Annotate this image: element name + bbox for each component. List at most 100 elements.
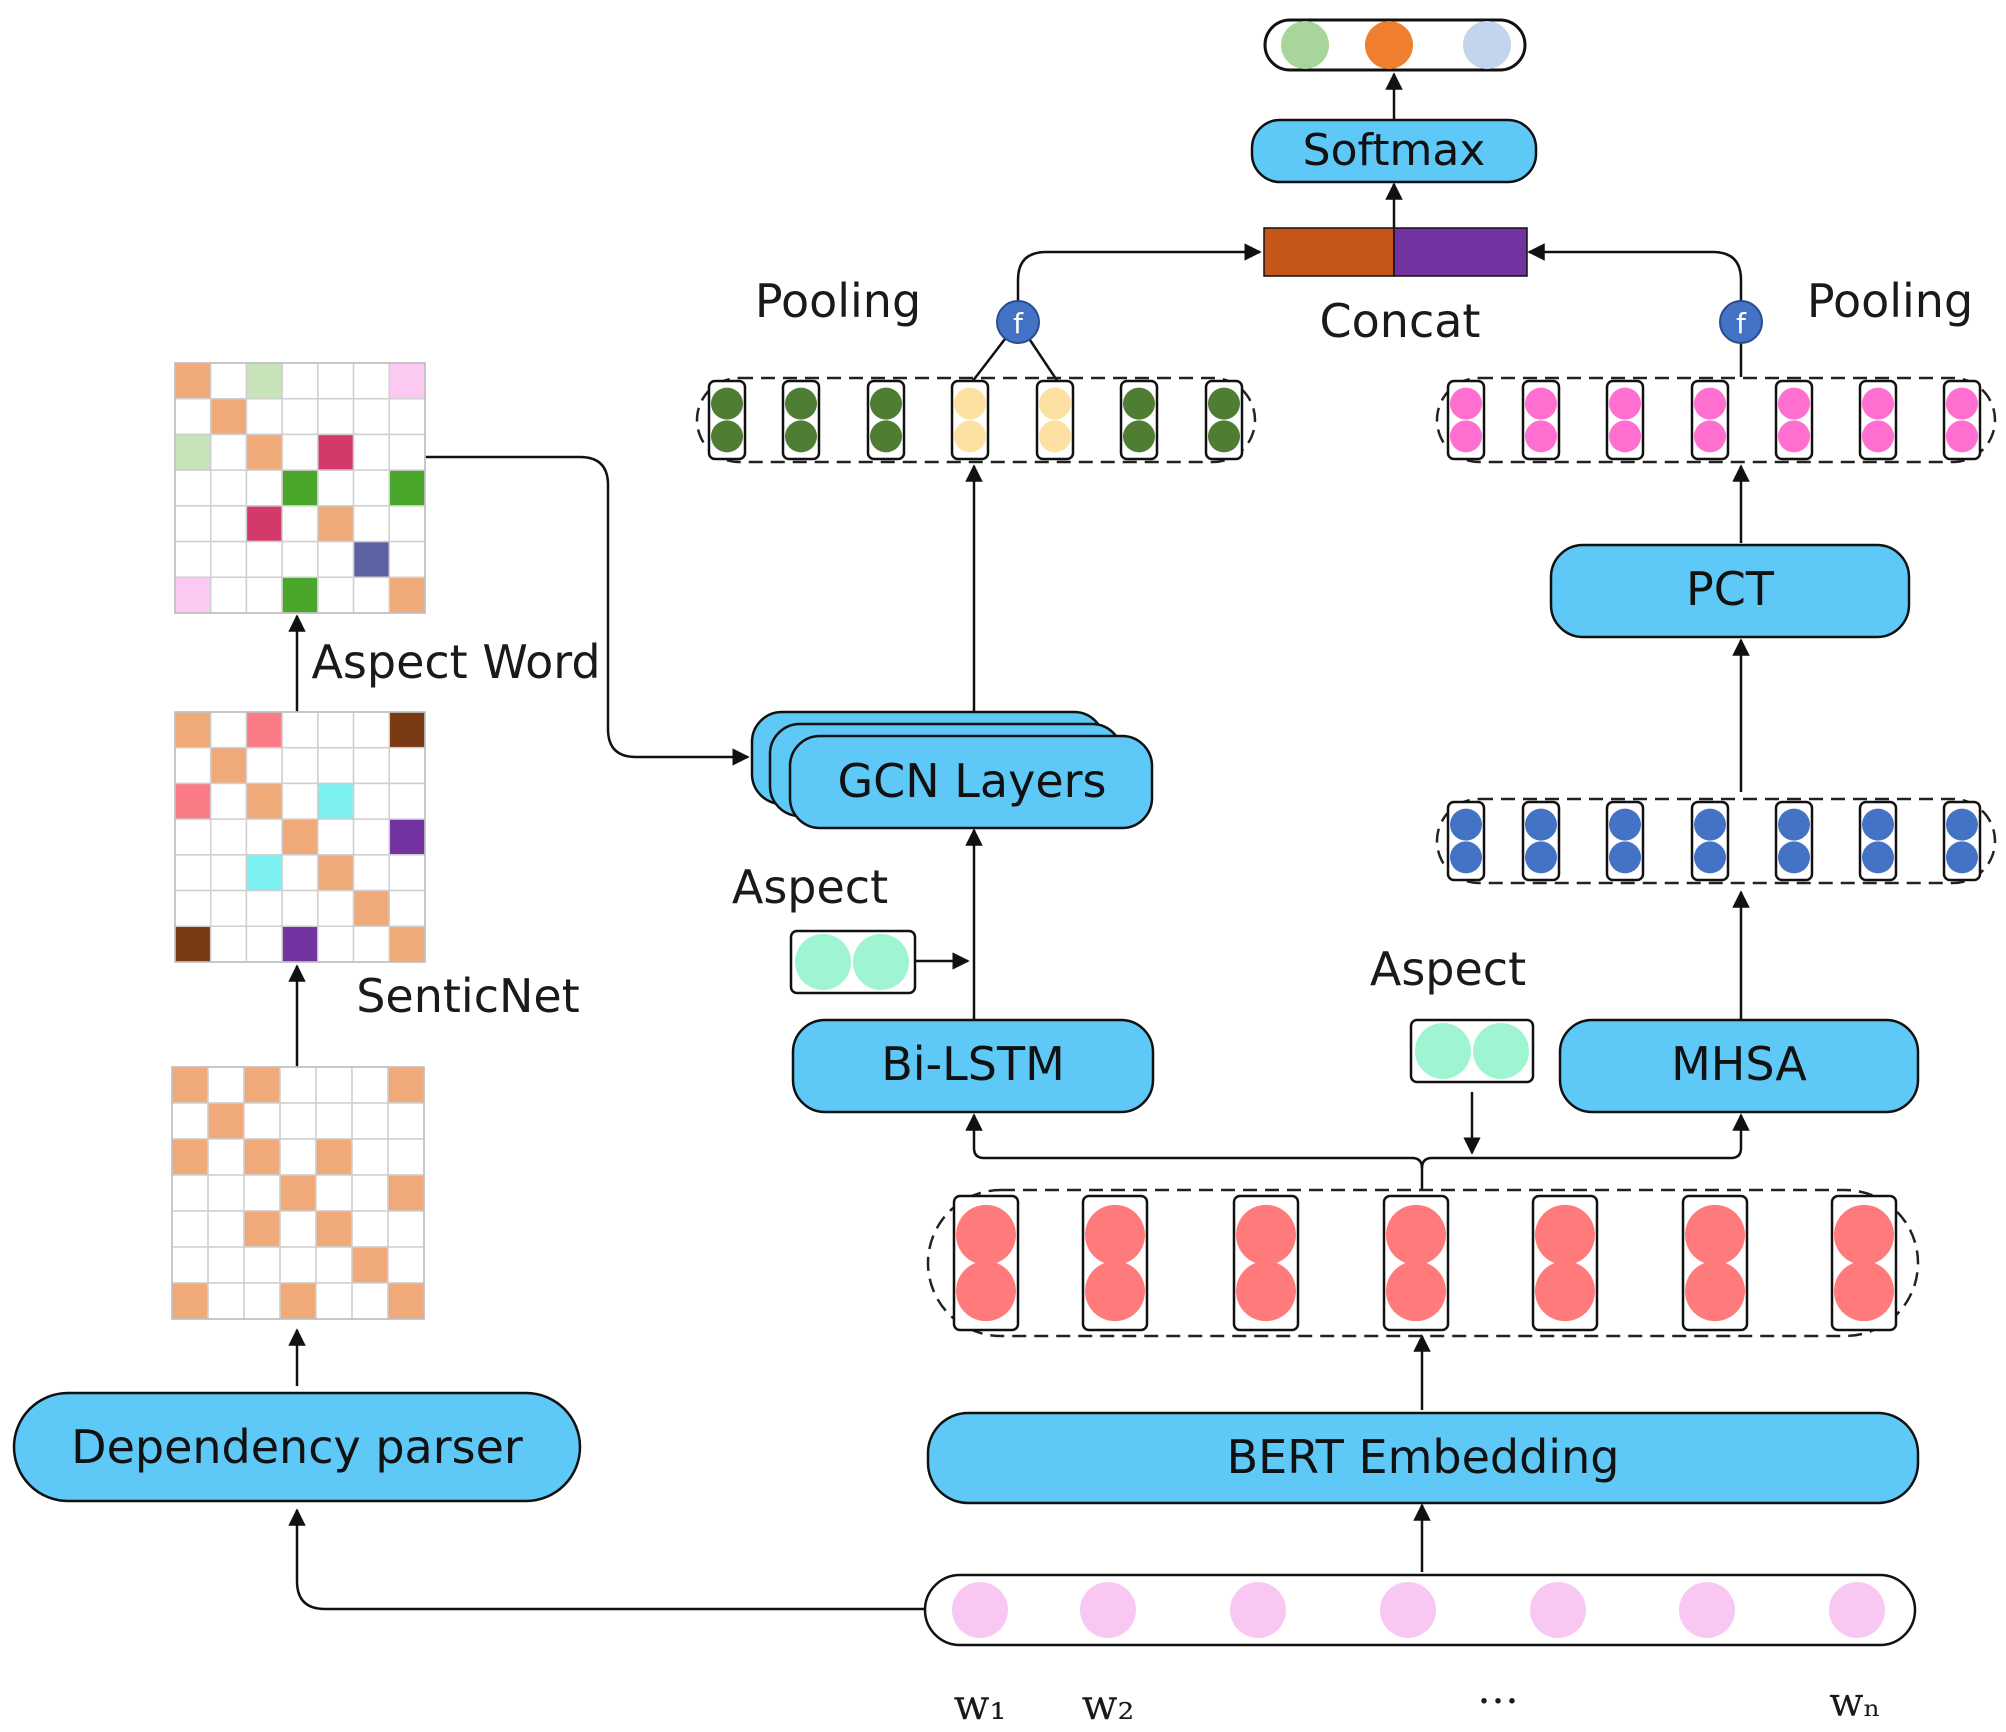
output-class-dot <box>1281 21 1329 69</box>
token-vector <box>1521 379 1561 461</box>
token-node <box>870 420 902 453</box>
token-node <box>1862 420 1894 453</box>
matrix-cell <box>388 433 426 471</box>
token-node <box>1694 387 1726 420</box>
token-node <box>1039 420 1071 453</box>
token-node <box>1609 808 1641 841</box>
matrix-cell <box>351 1174 389 1212</box>
matrix-cell <box>245 433 283 471</box>
matrix-cell <box>388 746 426 785</box>
output-class-dot <box>1365 21 1413 69</box>
matrix-cell <box>171 1102 209 1140</box>
token-vector <box>1774 800 1814 882</box>
matrix-cell <box>281 576 319 614</box>
matrix-cell <box>315 1210 353 1248</box>
matrix-cell <box>279 1246 317 1284</box>
token-node <box>1525 387 1557 420</box>
matrix-cell <box>209 854 248 892</box>
matrix-cell <box>352 711 391 749</box>
token-row-container <box>926 1188 1920 1338</box>
token-vector <box>1382 1194 1450 1332</box>
token-node <box>1450 420 1482 453</box>
token-node <box>1694 420 1726 453</box>
token-node <box>1208 387 1240 420</box>
pooling-func-left: f <box>996 300 1040 344</box>
matrix-cell <box>387 1282 425 1320</box>
matrix-cell <box>351 1282 389 1320</box>
token-node <box>1609 841 1641 874</box>
aspect-word-matrix <box>174 362 426 614</box>
token-node <box>1609 387 1641 420</box>
gcn-pooled-token-row <box>695 376 1257 464</box>
token-node <box>1609 420 1641 453</box>
matrix-cell <box>209 818 248 856</box>
token-node <box>1778 808 1810 841</box>
matrix-cell <box>245 746 283 785</box>
matrix-cell <box>243 1210 281 1248</box>
token-node <box>1946 420 1978 453</box>
pooling-right-label: Pooling <box>1807 274 1973 328</box>
token-vector <box>1446 379 1486 461</box>
token-vector <box>1858 379 1898 461</box>
token-vector <box>1681 1194 1749 1332</box>
token-node <box>1085 1261 1145 1322</box>
arrow-input-to-parser <box>288 1508 925 1611</box>
matrix-cell <box>352 925 391 963</box>
matrix-cell <box>171 1174 209 1212</box>
matrix-cell <box>352 362 391 400</box>
matrix-cell <box>174 746 212 785</box>
token-row-container <box>1435 797 1997 885</box>
matrix-cell <box>243 1282 281 1320</box>
matrix-cell <box>171 1246 209 1284</box>
matrix-cell <box>281 746 319 785</box>
token-vector <box>1204 379 1244 461</box>
connectors <box>288 72 1750 1611</box>
matrix-cell <box>279 1282 317 1320</box>
branch-bert-tokens <box>965 1113 1424 1190</box>
matrix-cell <box>245 397 283 436</box>
matrix-cell <box>245 540 283 579</box>
token-vector <box>1521 800 1561 882</box>
matrix-cell <box>281 925 319 963</box>
senticnet-label: SenticNet <box>356 969 580 1023</box>
token-node <box>1450 808 1482 841</box>
matrix-cell <box>388 505 426 543</box>
matrix-cell <box>207 1066 245 1104</box>
concat-left-segment <box>1263 227 1395 277</box>
matrix-cell <box>209 505 248 543</box>
matrix-cell <box>243 1138 281 1176</box>
matrix-cell <box>207 1138 245 1176</box>
input-word-node <box>1829 1582 1885 1638</box>
matrix-cell <box>281 711 319 749</box>
token-node <box>1208 420 1240 453</box>
word-label-1: w₁ <box>954 1680 1007 1729</box>
softmax-label: Softmax <box>1303 125 1486 176</box>
matrix-cell <box>352 576 391 614</box>
bert-embedding-block: BERT Embedding <box>926 1411 1920 1505</box>
matrix-cell <box>245 576 283 614</box>
token-node <box>1535 1204 1595 1265</box>
matrix-cell <box>315 1282 353 1320</box>
matrix-cell <box>207 1210 245 1248</box>
bert-embedding-label: BERT Embedding <box>1227 1430 1620 1484</box>
matrix-cell <box>281 889 319 928</box>
input-word-node <box>1530 1582 1586 1638</box>
dependency-parser-label: Dependency parser <box>71 1420 523 1474</box>
matrix-cell <box>174 711 212 749</box>
matrix-cell <box>174 889 212 928</box>
matrix-cell <box>352 433 391 471</box>
token-node <box>1694 808 1726 841</box>
matrix-cell <box>388 711 426 749</box>
token-node <box>711 387 743 420</box>
matrix-cell <box>209 469 248 507</box>
matrix-cell <box>174 818 212 856</box>
word-label-n: wₙ <box>1829 1680 1881 1726</box>
matrix-cell <box>317 362 355 400</box>
matrix-cell <box>387 1210 425 1248</box>
matrix-cell <box>387 1066 425 1104</box>
matrix-cell <box>279 1174 317 1212</box>
token-node <box>1123 420 1155 453</box>
token-vector <box>1690 379 1730 461</box>
matrix-cell <box>388 818 426 856</box>
matrix-cell <box>352 746 391 785</box>
